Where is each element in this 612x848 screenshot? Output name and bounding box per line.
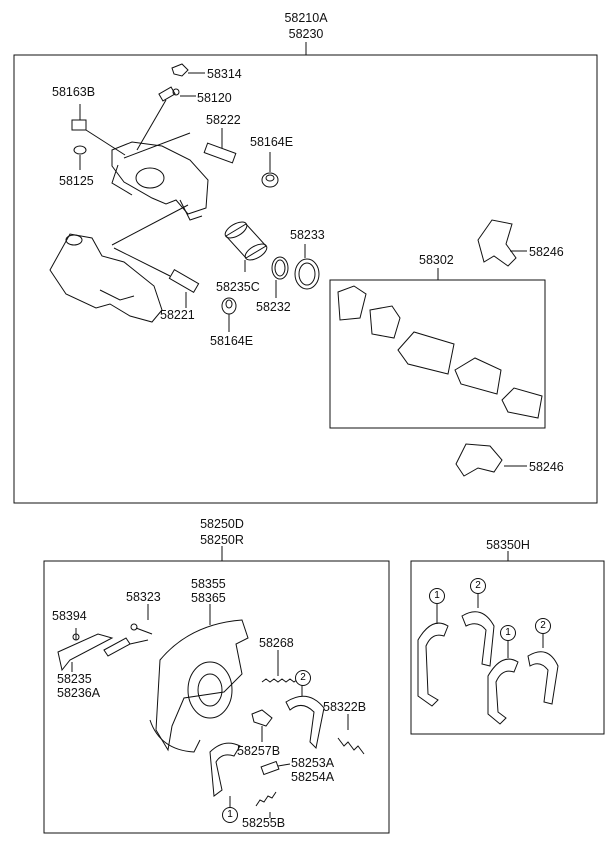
label-58235c: 58235C: [216, 280, 260, 294]
parking-group-code-a: 58250D: [200, 517, 244, 531]
brake-pads-58302: [337, 285, 543, 419]
boot-58233: [294, 244, 320, 290]
clip-58314: [171, 63, 205, 77]
shoe-kit-shoe-2-right: [527, 634, 559, 705]
label-58253a: 58253A: [291, 756, 335, 770]
label-58254a: 58254A: [291, 770, 335, 784]
guide-pin-58221: [113, 247, 200, 308]
label-58120: 58120: [197, 91, 232, 105]
label-58246-top: 58246: [529, 245, 564, 259]
marker-1-parking: 1: [222, 807, 238, 823]
marker-2-parking: 2: [295, 670, 311, 686]
parking-group-code-b: 58250R: [200, 533, 244, 547]
strut-link: [103, 637, 149, 657]
marker-2-kit-left: 2: [470, 578, 486, 594]
bolt-58163b: [71, 104, 126, 156]
spring-58322b: [337, 714, 365, 755]
label-58246-bottom: 58246: [529, 460, 564, 474]
label-58236a: 58236A: [57, 686, 101, 700]
label-58394: 58394: [52, 609, 87, 623]
marker-2-kit-right: 2: [535, 618, 551, 634]
label-58125: 58125: [59, 174, 94, 188]
label-58323: 58323: [126, 590, 161, 604]
shoe-group-code: 58350H: [486, 538, 530, 552]
label-58221: 58221: [160, 308, 195, 322]
shoe-kit-shoe-1-left: [417, 604, 449, 707]
parking-shoe-2: [285, 684, 325, 750]
label-58232: 58232: [256, 300, 291, 314]
label-58302: 58302: [419, 253, 454, 267]
label-58233: 58233: [290, 228, 325, 242]
label-58164e-top: 58164E: [250, 135, 294, 149]
backing-plate-58355: [149, 604, 249, 753]
parking-shoe-1: [209, 742, 241, 808]
spring-58268: [261, 650, 299, 683]
shim-clip-58246-bottom: [455, 443, 527, 477]
label-58268: 58268: [259, 636, 294, 650]
shim-clip-58246-top: [477, 219, 527, 267]
label-58163b: 58163B: [52, 85, 96, 99]
cap-58164e-top: [261, 152, 279, 188]
spring-58255b: [255, 791, 277, 818]
shoe-kit-shoe-2-left: [461, 592, 495, 667]
label-58235: 58235: [57, 672, 92, 686]
label-58314: 58314: [207, 67, 242, 81]
shoe-kit-shoe-1-right: [487, 640, 519, 725]
label-58257b: 58257B: [237, 744, 281, 758]
label-58164e-bottom: 58164E: [210, 334, 254, 348]
caliper-section-frame: [13, 54, 598, 504]
label-58222: 58222: [206, 113, 241, 127]
washer-58125: [73, 145, 87, 170]
seal-58232: [271, 256, 289, 298]
parking-brake-section-frame: [43, 560, 390, 834]
spring-pin-58253a: [260, 760, 291, 776]
label-58365: 58365: [191, 591, 226, 605]
cap-58164e-bottom: [221, 297, 237, 332]
adjuster-58257b: [251, 709, 273, 742]
label-58255b: 58255B: [242, 816, 286, 830]
top-group-code-b: 58230: [288, 27, 324, 41]
piston-58235c: [224, 221, 268, 272]
pin-58323: [130, 604, 153, 635]
brake-pad-subframe: [329, 279, 546, 429]
guide-pin-58222: [203, 128, 237, 164]
label-58322b: 58322B: [323, 700, 367, 714]
lever-58235: [57, 628, 114, 672]
caliper-body: [111, 141, 209, 221]
marker-1-kit-left: 1: [429, 588, 445, 604]
label-58355: 58355: [191, 577, 226, 591]
carrier-bracket: [49, 233, 163, 323]
top-group-code-a: 58210A: [284, 11, 328, 25]
marker-1-kit-right: 1: [500, 625, 516, 641]
bleeder-screw-58120: [136, 86, 196, 151]
